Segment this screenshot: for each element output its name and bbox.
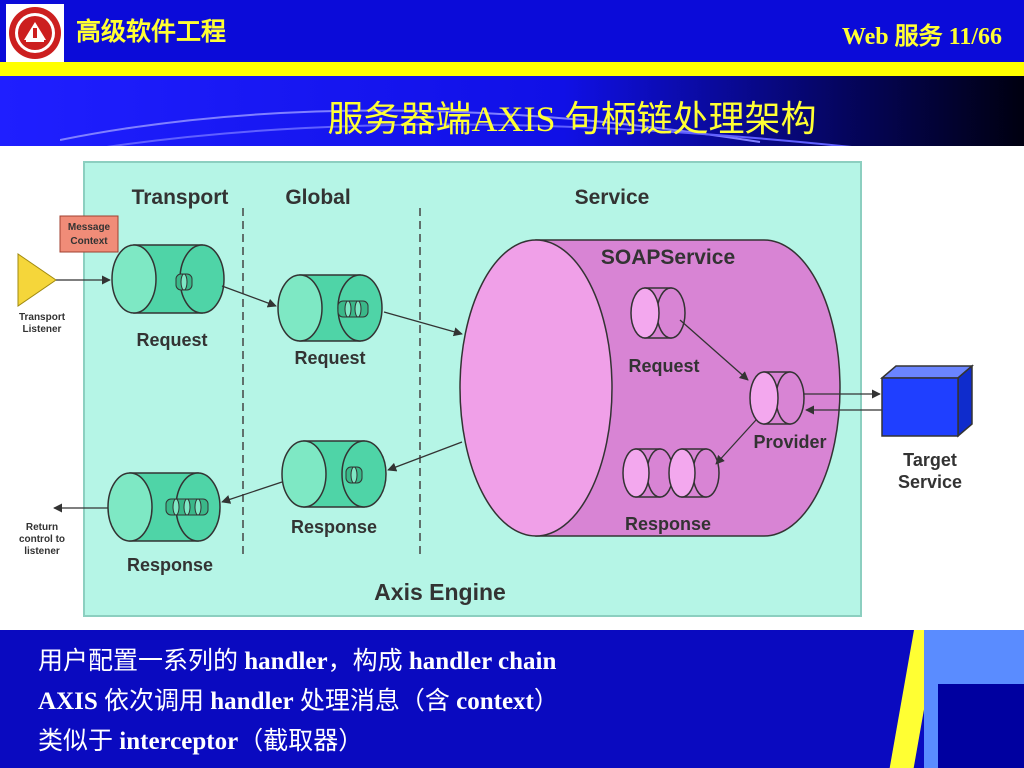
transport-response-label: Response [127, 555, 213, 575]
bullet-item: 类似于 interceptor（截取器） [38, 728, 364, 755]
transport-response-handler [107, 472, 221, 542]
provider-handler [749, 371, 805, 425]
header-bar: 高级软件工程 Web 服务 11/66 [0, 0, 1024, 62]
title-bar: 服务器端AXIS 句柄链处理架构 [0, 76, 1024, 146]
university-logo-icon [6, 4, 64, 62]
diagram-canvas: Transport Global Service SOAPService Mes… [17, 161, 975, 617]
slide-title: 服务器端AXIS 句柄链处理架构 [327, 99, 817, 139]
message-context-box: Message Context [59, 215, 119, 253]
transport-request-handler [111, 244, 225, 314]
section-label-global: Global [285, 186, 350, 209]
bullet-item: 用户配置一系列的 handler，构成 handler chain [38, 648, 557, 675]
axis-architecture-diagram: Transport Global Service SOAPService Mes… [0, 146, 1024, 630]
header-divider [0, 62, 1024, 76]
section-label-service: Service [575, 186, 650, 209]
service-response-handler [622, 448, 720, 498]
transport-request-label: Request [136, 330, 207, 350]
return-control-label: control to [19, 534, 65, 545]
provider-label: Provider [753, 432, 826, 452]
footer-panel [0, 630, 1024, 768]
section-label-transport: Transport [132, 186, 229, 209]
axis-engine-label: Axis Engine [374, 579, 506, 605]
svg-text:Context: Context [70, 236, 108, 247]
target-service-label: Target [903, 450, 957, 470]
flow-arrows [53, 275, 882, 513]
global-request-handler [277, 274, 383, 342]
transport-listener-icon [17, 253, 57, 307]
target-service-cube-icon [879, 364, 975, 438]
target-service-label: Service [898, 472, 962, 492]
transport-listener-label: Transport [19, 312, 66, 323]
svg-text:Message: Message [68, 222, 111, 233]
transport-listener-label: Listener [23, 324, 62, 335]
service-request-label: Request [628, 356, 699, 376]
return-control-label: listener [24, 546, 60, 557]
slide-number: Web 服务 11/66 [841, 24, 1002, 50]
global-request-label: Request [294, 348, 365, 368]
bullet-item: AXIS 依次调用 handler 处理消息（含 context） [38, 688, 559, 715]
title-swoosh-decoration [60, 109, 852, 146]
return-control-label: Return [26, 522, 58, 533]
bullet-list: 用户配置一系列的 handler，构成 handler chain AXIS 依… [38, 642, 559, 762]
soap-service-label: SOAPService [601, 246, 735, 269]
footer-decoration [938, 684, 1024, 768]
global-response-label: Response [291, 517, 377, 537]
soap-service-cylinder [459, 239, 841, 537]
course-title: 高级软件工程 [76, 17, 227, 46]
service-request-handler [630, 287, 686, 339]
service-response-label: Response [625, 514, 711, 534]
global-response-handler [281, 440, 387, 508]
